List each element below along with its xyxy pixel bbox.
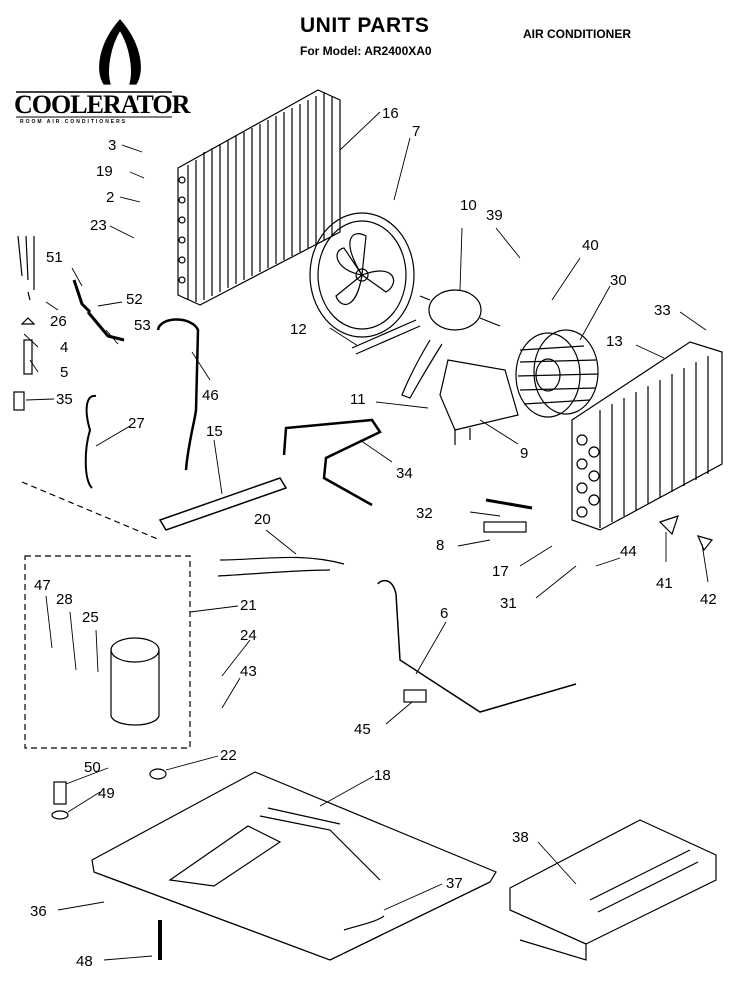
thermostat-drawing: [17, 235, 35, 301]
page-title: UNIT PARTS: [300, 14, 430, 37]
callout-50: 50: [84, 759, 101, 776]
spacer-50-drawing: [53, 781, 67, 805]
tube-51-drawing: [72, 279, 92, 314]
callout-3: 3: [108, 137, 116, 154]
drain-tray-drawing: [509, 819, 717, 961]
callout-27: 27: [128, 415, 145, 432]
connector-35-drawing: [13, 391, 25, 411]
callout-30: 30: [610, 272, 627, 289]
callout-41: 41: [656, 575, 673, 592]
condenser-coil-drawing: [177, 89, 341, 306]
callout-37: 37: [446, 875, 463, 892]
clip-37-drawing: [343, 915, 385, 931]
callout-39: 39: [486, 207, 503, 224]
capillary-6-drawing: [377, 579, 577, 713]
callout-36: 36: [30, 903, 47, 920]
dashed-group-line: [21, 481, 161, 541]
callout-40: 40: [582, 237, 599, 254]
model-line: For Model: AR2400XA0: [300, 44, 432, 58]
tube-46-drawing: [156, 318, 200, 471]
callout-46: 46: [202, 387, 219, 404]
callout-51: 51: [46, 249, 63, 266]
callout-8: 8: [436, 537, 444, 554]
callout-24: 24: [240, 627, 257, 644]
callout-16: 16: [382, 105, 399, 122]
callout-32: 32: [416, 505, 433, 522]
callout-13: 13: [606, 333, 623, 350]
tube-34-drawing: [282, 418, 382, 507]
callout-numbers: 3 19 2 23 16 7 10 39 40 30 33 13 51 52 2…: [30, 105, 717, 970]
callout-18: 18: [374, 767, 391, 784]
callout-9: 9: [520, 445, 528, 462]
callout-53: 53: [134, 317, 151, 334]
callout-26: 26: [50, 313, 67, 330]
grommet-22-drawing: [149, 768, 167, 780]
callout-43: 43: [240, 663, 257, 680]
callout-33: 33: [654, 302, 671, 319]
blower-wheel-drawing: [515, 329, 599, 418]
evaporator-coil-drawing: [571, 341, 723, 531]
callout-12: 12: [290, 321, 307, 338]
washer-49-drawing: [51, 810, 69, 820]
callout-2: 2: [106, 189, 114, 206]
callout-4: 4: [60, 339, 68, 356]
callout-45: 45: [354, 721, 371, 738]
electrical-box-outline: [24, 555, 191, 749]
fan-shroud-drawing: [309, 212, 415, 338]
fan-motor-drawing: [401, 289, 519, 445]
brand-logo-text: COOLERATOR: [14, 90, 190, 119]
callout-21: 21: [240, 597, 257, 614]
callout-20: 20: [254, 511, 271, 528]
heater-8-drawing: [483, 521, 527, 533]
thermostat-32-drawing: [485, 498, 533, 510]
callout-23: 23: [90, 217, 107, 234]
clip-4-drawing: [20, 317, 36, 325]
part-41-drawing: [658, 515, 679, 536]
callout-42: 42: [700, 591, 717, 608]
leader-lines: [23, 111, 709, 961]
sensor-5-drawing: [23, 339, 33, 375]
callout-44: 44: [620, 543, 637, 560]
callout-25: 25: [82, 609, 99, 626]
tube-27-drawing: [84, 394, 97, 489]
callout-49: 49: [98, 785, 115, 802]
callout-6: 6: [440, 605, 448, 622]
callout-15: 15: [206, 423, 223, 440]
callout-47: 47: [34, 577, 51, 594]
callout-10: 10: [460, 197, 477, 214]
brand-logo-icon: [16, 19, 172, 118]
callout-52: 52: [126, 291, 143, 308]
callout-11: 11: [350, 391, 366, 408]
tube-53-drawing: [86, 311, 125, 342]
callout-5: 5: [60, 364, 68, 381]
callout-38: 38: [512, 829, 529, 846]
base-pan-drawing: [91, 771, 497, 961]
callout-28: 28: [56, 591, 73, 608]
tube-15-drawing: [158, 477, 288, 531]
part-42-drawing: [696, 535, 714, 552]
brand-tagline: ROOM AIR CONDITIONERS: [20, 119, 128, 125]
callout-35: 35: [56, 391, 73, 408]
callout-48: 48: [76, 953, 93, 970]
callout-34: 34: [396, 465, 413, 482]
callout-19: 19: [96, 163, 113, 180]
callout-7: 7: [412, 123, 420, 140]
harness-20-drawing: [217, 556, 345, 577]
bracket-45-drawing: [403, 689, 427, 703]
callout-31: 31: [500, 595, 517, 612]
callout-17: 17: [492, 563, 509, 580]
callout-22: 22: [220, 747, 237, 764]
strap-drawing: [351, 319, 421, 355]
compressor-drawing: [110, 637, 160, 726]
product-name: AIR CONDITIONER: [523, 27, 631, 41]
